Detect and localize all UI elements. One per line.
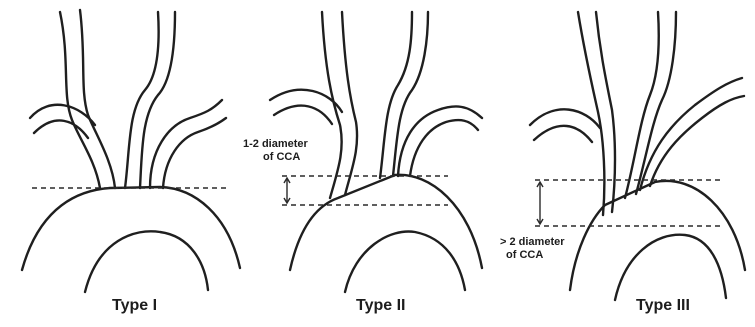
type-1-left-subclavian-outer — [150, 100, 222, 188]
type-1-brachiocephalic-left-wall — [60, 12, 100, 188]
type-3-cca-right-wall — [636, 12, 676, 194]
type-1-arch-outer — [22, 187, 240, 270]
type-3-left-subclavian-inner — [650, 96, 744, 186]
type-1-panel — [22, 10, 240, 292]
type-2-left-subclavian-outer — [398, 106, 482, 176]
type-2-title: Type II — [356, 297, 406, 315]
type-3-note-line2: of CCA — [500, 249, 600, 262]
type-3-right-subclavian-lower — [534, 126, 592, 142]
type-1-title: Type I — [112, 297, 157, 315]
type-2-left-subclavian-inner — [410, 120, 478, 176]
type-1-arch-inner — [85, 231, 208, 292]
type-2-note-line1: 1-2 diameter — [243, 138, 343, 151]
type-2-brachiocephalic-right-wall — [342, 12, 357, 195]
type-1-brachiocephalic-right-wall — [80, 10, 115, 188]
type-2-brachiocephalic-left-wall — [322, 12, 342, 198]
type-2-note-line2: of CCA — [243, 151, 343, 164]
type-2-right-subclavian-lower — [274, 106, 332, 124]
type-2-diameter-note: 1-2 diameter of CCA — [243, 138, 343, 164]
type-3-arch-inner — [615, 235, 726, 300]
type-3-diameter-note: > 2 diameter of CCA — [500, 236, 600, 262]
type-2-arch-outer — [290, 175, 482, 270]
type-2-arch-inner — [345, 232, 465, 293]
type-3-note-line1: > 2 diameter — [500, 236, 600, 249]
type-3-title: Type III — [636, 297, 690, 315]
